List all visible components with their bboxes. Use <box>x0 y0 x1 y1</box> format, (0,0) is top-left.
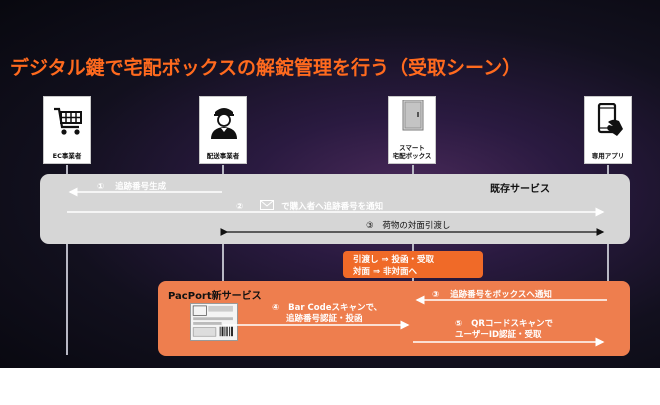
pacport-step4-num: ④ <box>272 303 280 313</box>
step1-text: ① 追跡番号生成 <box>97 180 166 192</box>
change-note-line2: 対面 ⇒ 非対面へ <box>353 267 418 277</box>
lifeline-delivery <box>222 165 224 355</box>
pacport-step5-num: ⑤ <box>455 319 463 329</box>
actor-box: スマート 宅配ボックス <box>388 96 436 164</box>
step3-label: 荷物の対面引渡し <box>382 221 451 231</box>
pacport-step5-line1: QRコードスキャンで <box>471 319 553 329</box>
actor-ec-label: EC事業者 <box>52 152 82 160</box>
pacport-step4-line1: Bar Codeスキャンで、 <box>288 303 383 313</box>
pacport-step5-line2: ユーザーID認証・受取 <box>455 330 542 340</box>
pacport-service-label: PacPort新サービス <box>168 291 262 302</box>
locker-icon <box>402 100 424 131</box>
pacport-step5-text: ⑤ QRコードスキャンで ユーザーID認証・受取 <box>455 319 553 341</box>
slide-title: デジタル鍵で宅配ボックスの解錠管理を行う（受取シーン） <box>10 57 522 79</box>
shopping-cart-icon <box>54 107 82 135</box>
actor-delivery-label: 配送事業者 <box>206 152 240 160</box>
step2-label: で購入者へ追跡番号を通知 <box>281 202 384 212</box>
change-note-box: 引渡し ⇒ 投函・受取 対面 ⇒ 非対面へ <box>343 251 483 278</box>
step1-label: 追跡番号生成 <box>115 182 167 192</box>
actor-box-label: スマート 宅配ボックス <box>389 144 435 160</box>
smartphone-icon <box>597 103 623 136</box>
barcode-label-image <box>190 303 238 341</box>
pacport-step5-line1-row: ⑤ QRコードスキャンで <box>455 319 553 330</box>
actor-box-label-line2: 宅配ボックス <box>392 152 432 160</box>
actor-ec: EC事業者 <box>43 96 91 164</box>
pacport-step3-num: ③ <box>432 290 440 300</box>
actor-delivery: 配送事業者 <box>199 96 247 164</box>
lifeline-ec <box>66 165 68 355</box>
envelope-icon <box>260 200 275 213</box>
step3-num: ③ <box>366 221 374 231</box>
step3-text: ③ 荷物の対面引渡し <box>366 219 450 231</box>
pacport-step4-line2: 追跡番号認証・投函 <box>286 314 363 324</box>
actor-app: 専用アプリ <box>584 96 632 164</box>
existing-service-label: 既存サービス <box>490 184 550 195</box>
pacport-step3-text: ③ 追跡番号をボックスへ通知 <box>432 288 552 300</box>
pacport-step4-line1-row: ④ Bar Codeスキャンで、 <box>272 303 382 314</box>
lifeline-app <box>607 165 609 355</box>
actor-app-label: 専用アプリ <box>591 152 625 160</box>
step2-text: ② で購入者へ追跡番号を通知 <box>236 200 383 213</box>
delivery-person-icon <box>211 108 237 139</box>
change-note-line1: 引渡し ⇒ 投函・受取 <box>353 255 435 265</box>
background-bottom <box>0 368 660 405</box>
actor-box-label-line1: スマート <box>399 144 425 152</box>
step1-num: ① <box>97 182 105 192</box>
step2-num: ② <box>236 202 244 212</box>
pacport-step4-text: ④ Bar Codeスキャンで、 追跡番号認証・投函 <box>272 303 382 325</box>
pacport-step3-label: 追跡番号をボックスへ通知 <box>450 290 552 300</box>
shipping-label-icon <box>192 305 233 337</box>
